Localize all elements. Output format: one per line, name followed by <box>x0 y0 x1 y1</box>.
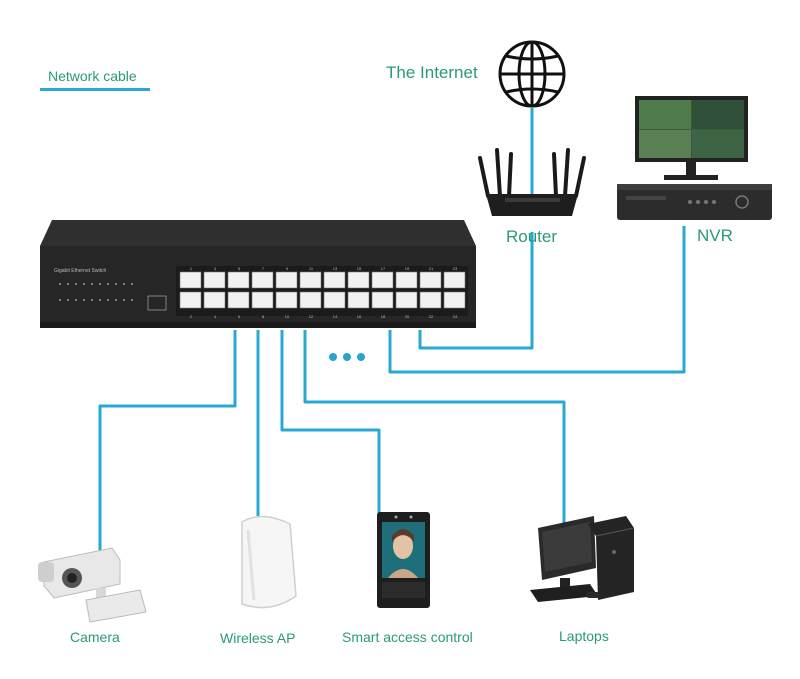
monitor-icon <box>635 96 748 180</box>
switch-port-number-bottom: 12 <box>309 314 314 319</box>
wireless-ap-label: Wireless AP <box>220 630 296 646</box>
switch-port-number-bottom: 6 <box>238 314 241 319</box>
switch-port-number-top: 1 <box>190 266 193 271</box>
legend-cable-line <box>40 88 150 91</box>
nvr-icon <box>617 184 772 220</box>
cable-switch-router <box>418 232 534 350</box>
switch-port-number-bottom: 4 <box>214 314 217 319</box>
switch-port-number-top: 7 <box>262 266 265 271</box>
switch-model-text: Gigabit Ethernet Switch <box>54 268 106 274</box>
access-control-icon <box>377 512 430 608</box>
switch-port-number-top: 19 <box>405 266 410 271</box>
switch-port-number-top: 9 <box>286 266 289 271</box>
switch-port-number-bottom: 16 <box>357 314 362 319</box>
switch-port-number-top: 23 <box>453 266 458 271</box>
legend-network-cable-label: Network cable <box>48 68 137 84</box>
cable-switch-laptops <box>303 330 566 524</box>
laptops-label: Laptops <box>559 628 609 644</box>
more-devices-dots <box>329 353 365 361</box>
switch-port-number-top: 3 <box>214 266 217 271</box>
switch-port-number-top: 15 <box>357 266 362 271</box>
switch-port-number-bottom: 2 <box>190 314 193 319</box>
cables <box>98 108 686 552</box>
switch-port-number-top: 17 <box>381 266 386 271</box>
cable-switch-nvr <box>388 226 686 374</box>
switch-port-number-bottom: 24 <box>453 314 458 319</box>
switch-port-number-bottom: 18 <box>381 314 386 319</box>
smart-access-control-label: Smart access control <box>342 629 473 645</box>
switch-port-number-top: 21 <box>429 266 434 271</box>
switch-port-number-top: 11 <box>309 266 314 271</box>
router-icon <box>478 148 586 216</box>
switch-port-number-bottom: 14 <box>333 314 338 319</box>
switch-port-number-bottom: 8 <box>262 314 265 319</box>
switch-port-number-top: 13 <box>333 266 338 271</box>
switch-port-number-bottom: 20 <box>405 314 410 319</box>
internet-label: The Internet <box>386 63 478 82</box>
camera-icon <box>38 547 147 623</box>
cable-switch-camera <box>98 330 237 552</box>
nvr-label: NVR <box>697 226 733 245</box>
laptop-icon <box>530 516 635 602</box>
globe-icon <box>498 40 566 108</box>
switch-icon: Gigabit Ethernet Switch 1234567891011121… <box>40 220 476 328</box>
switch-port-number-bottom: 10 <box>285 314 290 319</box>
switch-port-number-top: 5 <box>238 266 241 271</box>
cable-switch-access <box>280 330 381 514</box>
camera-label: Camera <box>70 629 120 645</box>
router-label: Router <box>506 227 558 246</box>
wireless-ap-icon <box>241 515 297 609</box>
switch-port-number-bottom: 22 <box>429 314 434 319</box>
